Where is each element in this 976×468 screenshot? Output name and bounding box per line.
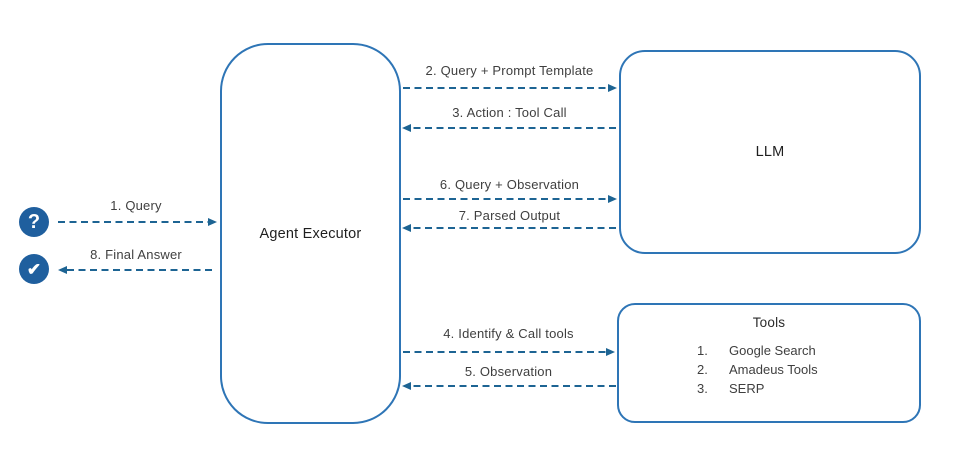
agent-executor-label: Agent Executor — [259, 225, 362, 242]
arrow-label-query-observation: 6. Query + Observation — [439, 177, 580, 192]
tool-number: 3. — [697, 381, 708, 396]
llm-node: LLM — [619, 50, 921, 254]
list-item: 1. Google Search — [697, 341, 919, 360]
tool-number: 2. — [697, 362, 708, 377]
arrow-label-identify-call-tools: 4. Identify & Call tools — [443, 326, 574, 341]
tools-title: Tools — [752, 315, 786, 330]
arrow-label-query: 1. Query — [110, 198, 162, 213]
check-glyph: ✔ — [26, 259, 42, 279]
arrow-label-action-tool-call: 3. Action : Tool Call — [452, 105, 567, 120]
agent-executor-node: Agent Executor — [220, 43, 401, 424]
arrow-label-query-prompt-template: 2. Query + Prompt Template — [425, 63, 594, 78]
arrow-label-parsed-output: 7. Parsed Output — [458, 208, 561, 223]
arrow-label-observation: 5. Observation — [464, 364, 553, 379]
list-item: 2. Amadeus Tools — [697, 360, 919, 379]
tools-node: Tools 1. Google Search 2. Amadeus Tools … — [617, 303, 921, 423]
llm-label: LLM — [755, 144, 785, 160]
tool-label: Google Search — [729, 343, 816, 358]
tool-label: Amadeus Tools — [729, 362, 818, 377]
arrow-label-final-answer: 8. Final Answer — [90, 247, 182, 262]
question-icon: ? — [19, 207, 49, 237]
list-item: 3. SERP — [697, 379, 919, 398]
tool-label: SERP — [729, 381, 765, 396]
tools-list: 1. Google Search 2. Amadeus Tools 3. SER… — [697, 341, 919, 398]
check-icon: ✔ — [19, 254, 49, 284]
tool-number: 1. — [697, 343, 708, 358]
question-glyph: ? — [27, 210, 41, 233]
